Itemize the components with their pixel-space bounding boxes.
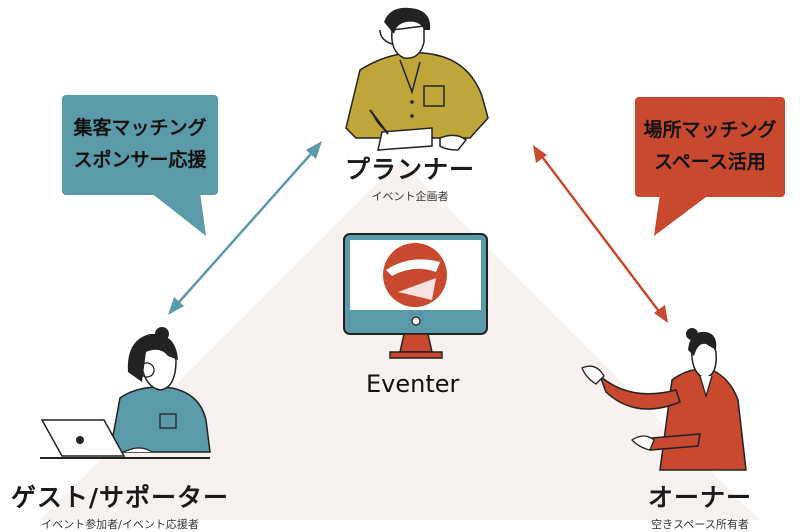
planner-subtitle: イベント企画者	[371, 190, 449, 203]
owner-label: オーナー 空きスペース所有者	[620, 478, 780, 532]
left-bubble-line1: 集客マッチング	[73, 117, 207, 139]
right-double-arrow	[533, 145, 668, 323]
planner-label: プランナー イベント企画者	[320, 150, 500, 204]
left-double-arrow	[168, 141, 322, 315]
owner-subtitle: 空きスペース所有者	[651, 518, 749, 531]
right-speech-bubble	[635, 97, 785, 236]
owner-illustration	[581, 328, 747, 471]
background-wedge	[40, 160, 760, 520]
right-bubble-line2: スペース活用	[654, 151, 766, 173]
left-speech-bubble	[62, 95, 218, 236]
owner-title: オーナー	[647, 483, 752, 512]
right-bubble-line1: 場所マッチング	[643, 119, 777, 141]
guest-title: ゲスト/サポーター	[10, 483, 230, 512]
left-bubble-text: 集客マッチング スポンサー応援	[62, 112, 218, 176]
guest-subtitle: イベント参加者/イベント応援者	[41, 518, 199, 531]
right-bubble-text: 場所マッチング スペース活用	[635, 114, 785, 178]
guest-illustration	[40, 327, 211, 459]
left-bubble-line2: スポンサー応援	[73, 149, 207, 171]
eventer-logo	[383, 243, 447, 307]
planner-illustration	[345, 7, 489, 151]
planner-title: プランナー	[344, 155, 475, 184]
guest-label: ゲスト/サポーター イベント参加者/イベント応援者	[0, 478, 240, 532]
brand-name: Eventer	[366, 370, 460, 398]
